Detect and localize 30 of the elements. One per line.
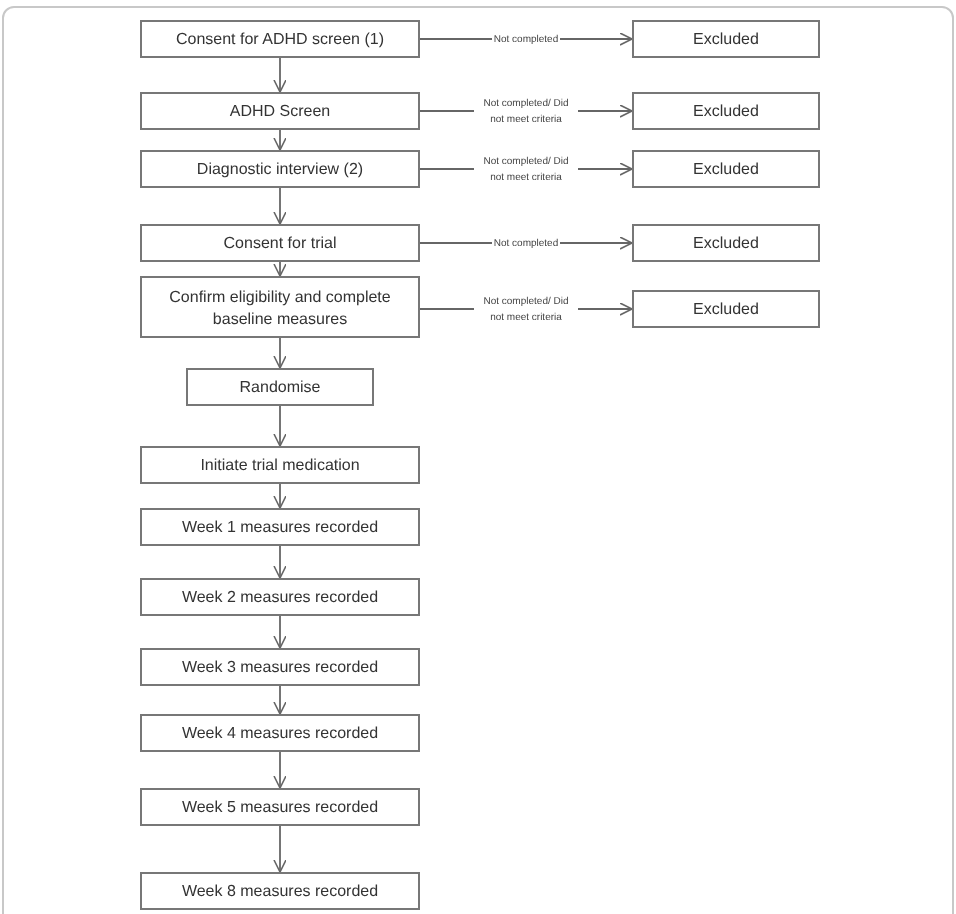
process-box: Week 1 measures recorded (140, 508, 420, 546)
process-box: Excluded (632, 224, 820, 262)
arrow (273, 615, 287, 649)
arrow (273, 337, 287, 369)
arrow (273, 545, 287, 579)
process-box: ADHD Screen (140, 92, 420, 130)
process-box: Excluded (632, 150, 820, 188)
process-box: Week 8 measures recorded (140, 872, 420, 910)
arrow (273, 483, 287, 509)
arrow (273, 405, 287, 447)
arrow (273, 187, 287, 225)
arrow (273, 685, 287, 715)
process-box: Week 5 measures recorded (140, 788, 420, 826)
process-box: Consent for trial (140, 224, 420, 262)
process-box: Excluded (632, 290, 820, 328)
process-box: Excluded (632, 20, 820, 58)
process-box: Randomise (186, 368, 374, 406)
arrow (273, 825, 287, 873)
process-box: Excluded (632, 92, 820, 130)
arrow (273, 261, 287, 277)
process-box: Diagnostic interview (2) (140, 150, 420, 188)
process-box: Week 3 measures recorded (140, 648, 420, 686)
process-box: Week 4 measures recorded (140, 714, 420, 752)
process-box: Confirm eligibility and complete baseline measures (140, 276, 420, 338)
arrow (273, 57, 287, 93)
arrow (273, 129, 287, 151)
arrow (273, 751, 287, 789)
process-box: Week 2 measures recorded (140, 578, 420, 616)
process-box: Initiate trial medication (140, 446, 420, 484)
process-box: Consent for ADHD screen (1) (140, 20, 420, 58)
